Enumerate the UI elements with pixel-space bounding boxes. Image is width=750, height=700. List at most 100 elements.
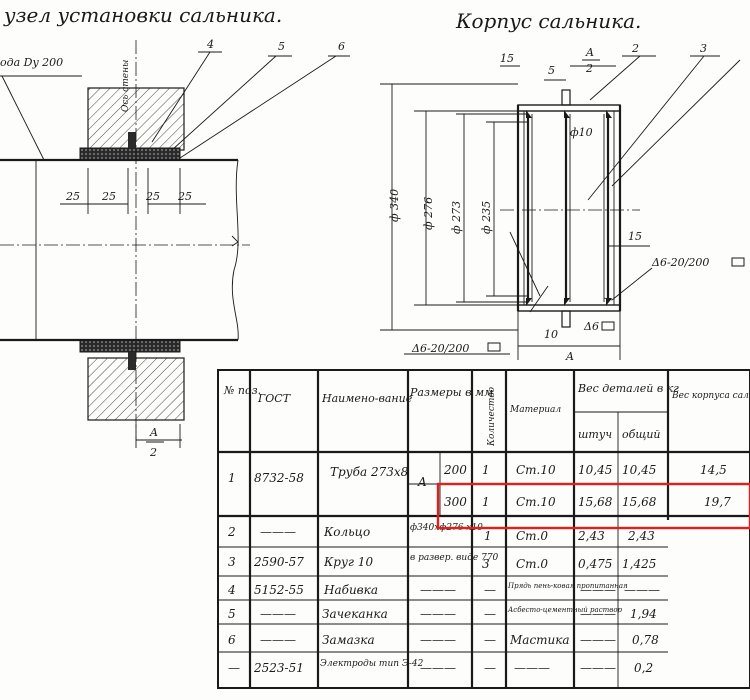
r1b-qty: 1: [482, 495, 490, 509]
r1-material: Ст.10: [516, 463, 556, 477]
r1b-housing: 19,7: [704, 495, 731, 509]
fraction-num: A: [149, 426, 158, 439]
r5-material: Асбесто-цементный раствор: [507, 606, 623, 614]
dim-d273: ф 273: [450, 201, 463, 234]
leader-5: 5: [278, 40, 285, 53]
r7-gost: 2523-51: [253, 661, 304, 675]
r3-gost: 2590-57: [253, 555, 304, 569]
r3-name: Круг 10: [323, 555, 373, 569]
weld-right: Δ6-20/200: [651, 256, 709, 269]
r1-no: 1: [228, 471, 236, 485]
r2-each: 2,43: [577, 529, 605, 543]
r5-dim: ———: [420, 607, 456, 621]
r2-total: 2,43: [627, 529, 655, 543]
r7-qty: —: [484, 661, 496, 675]
r4-no: 4: [227, 583, 236, 597]
r3-each: 0,475: [578, 557, 612, 571]
ring-flange-bottom: [128, 352, 136, 370]
dim-d340: ф 340: [388, 189, 401, 222]
bill-of-materials: № поз. ГОСТ Наимено-вание Размеры в мм К…: [217, 369, 750, 689]
housing-top-edge: [517, 104, 621, 112]
r6-each: ———: [580, 633, 616, 647]
r6-name: Замазка: [322, 633, 375, 647]
ring-flange-top: [128, 132, 136, 148]
r4-qty: —: [484, 583, 496, 597]
r3-no: 3: [228, 555, 236, 569]
hdr-qty: Количество: [487, 386, 497, 447]
r2-qty: 1: [484, 529, 492, 543]
dim-bottom10: 10: [544, 328, 558, 341]
right-housing-view: ф 340 ф 276 ф 273 ф 235 15 5 A 2 ф10 2 3…: [380, 42, 745, 363]
weld-bottom: Δ6-20/200: [411, 342, 469, 355]
leader-6: 6: [338, 40, 345, 53]
r2-name: Кольцо: [323, 525, 370, 539]
hdr-no: № поз.: [223, 384, 261, 397]
right-view-title: Корпус сальника.: [455, 9, 641, 33]
r4-name: Набивка: [323, 583, 378, 597]
r1-dimA: A: [417, 475, 427, 489]
r2-no: 2: [227, 525, 236, 539]
dim-bottomA: A: [565, 350, 574, 363]
r7-no: —: [228, 661, 240, 675]
dim-25-c: 25: [145, 190, 160, 203]
dim-25-b: 25: [101, 190, 116, 203]
dim-side15: 15: [628, 230, 642, 243]
dim-top15: 15: [500, 52, 514, 65]
leader-3: 3: [700, 42, 707, 55]
r4-total: ———: [624, 583, 660, 597]
dim-a-num: A: [585, 46, 594, 59]
leader-4: 4: [206, 38, 214, 51]
r5-gost: ———: [260, 607, 296, 621]
r2-material: Ст.0: [516, 529, 548, 543]
r7-dim: ———: [420, 661, 456, 675]
r6-total: 0,78: [632, 633, 659, 647]
hdr-material: Материал: [509, 405, 561, 415]
r5-each: ———: [580, 607, 616, 621]
r6-no: 6: [228, 633, 236, 647]
r3-dim: в развер. виде 770: [410, 553, 499, 563]
r1-total: 10,45: [622, 463, 656, 477]
r3-material: Ст.0: [516, 557, 548, 571]
hdr-weight-each: штуч: [578, 428, 612, 441]
packing-ring-top: [79, 147, 181, 161]
dim-d235: ф 235: [480, 201, 493, 234]
dim-25-a: 25: [65, 190, 80, 203]
leader-2: 2: [631, 42, 639, 55]
highlight-row-300: [436, 482, 750, 530]
r5-no: 5: [228, 607, 236, 621]
r6-material: Мастика: [509, 633, 570, 647]
r1-each: 10,45: [578, 463, 612, 477]
r4-dim: ———: [420, 583, 456, 597]
r1-housing: 14,5: [700, 463, 727, 477]
r1b-material: Ст.10: [516, 495, 556, 509]
r6-gost: ———: [260, 633, 296, 647]
r3-qty: 3: [482, 557, 490, 571]
dim-d10: ф10: [570, 126, 593, 139]
r2-gost: ———: [260, 525, 296, 539]
dim-a-den: 2: [585, 62, 593, 75]
hdr-housing: Вес корпуса сальника в кг: [671, 391, 750, 401]
r7-each: ———: [580, 661, 616, 675]
r3-total: 1,425: [622, 557, 656, 571]
r1-gost: 8732-58: [254, 471, 304, 485]
hdr-weight-total: общий: [622, 428, 661, 441]
r6-qty: —: [484, 633, 496, 647]
weld-small: Δ6: [583, 320, 599, 333]
r4-each: ———: [580, 583, 616, 597]
r4-gost: 5152-55: [254, 583, 304, 597]
hdr-gost: ГОСТ: [257, 392, 292, 405]
r5-qty: —: [484, 607, 496, 621]
r1b-each: 15,68: [578, 495, 613, 509]
dim-top5: 5: [548, 64, 555, 77]
r7-total: 0,2: [634, 661, 653, 675]
r1-name: Труба 273x8: [330, 465, 409, 479]
r7-material: ———: [514, 661, 550, 675]
packing-ring-bottom: [79, 339, 181, 353]
r1b-total: 15,68: [622, 495, 657, 509]
r5-total: 1,94: [630, 607, 657, 621]
left-view-title: узел установки сальника.: [3, 3, 282, 27]
pipe-label: ода Dy 200: [0, 56, 63, 69]
dim-d276: ф 276: [422, 197, 435, 230]
